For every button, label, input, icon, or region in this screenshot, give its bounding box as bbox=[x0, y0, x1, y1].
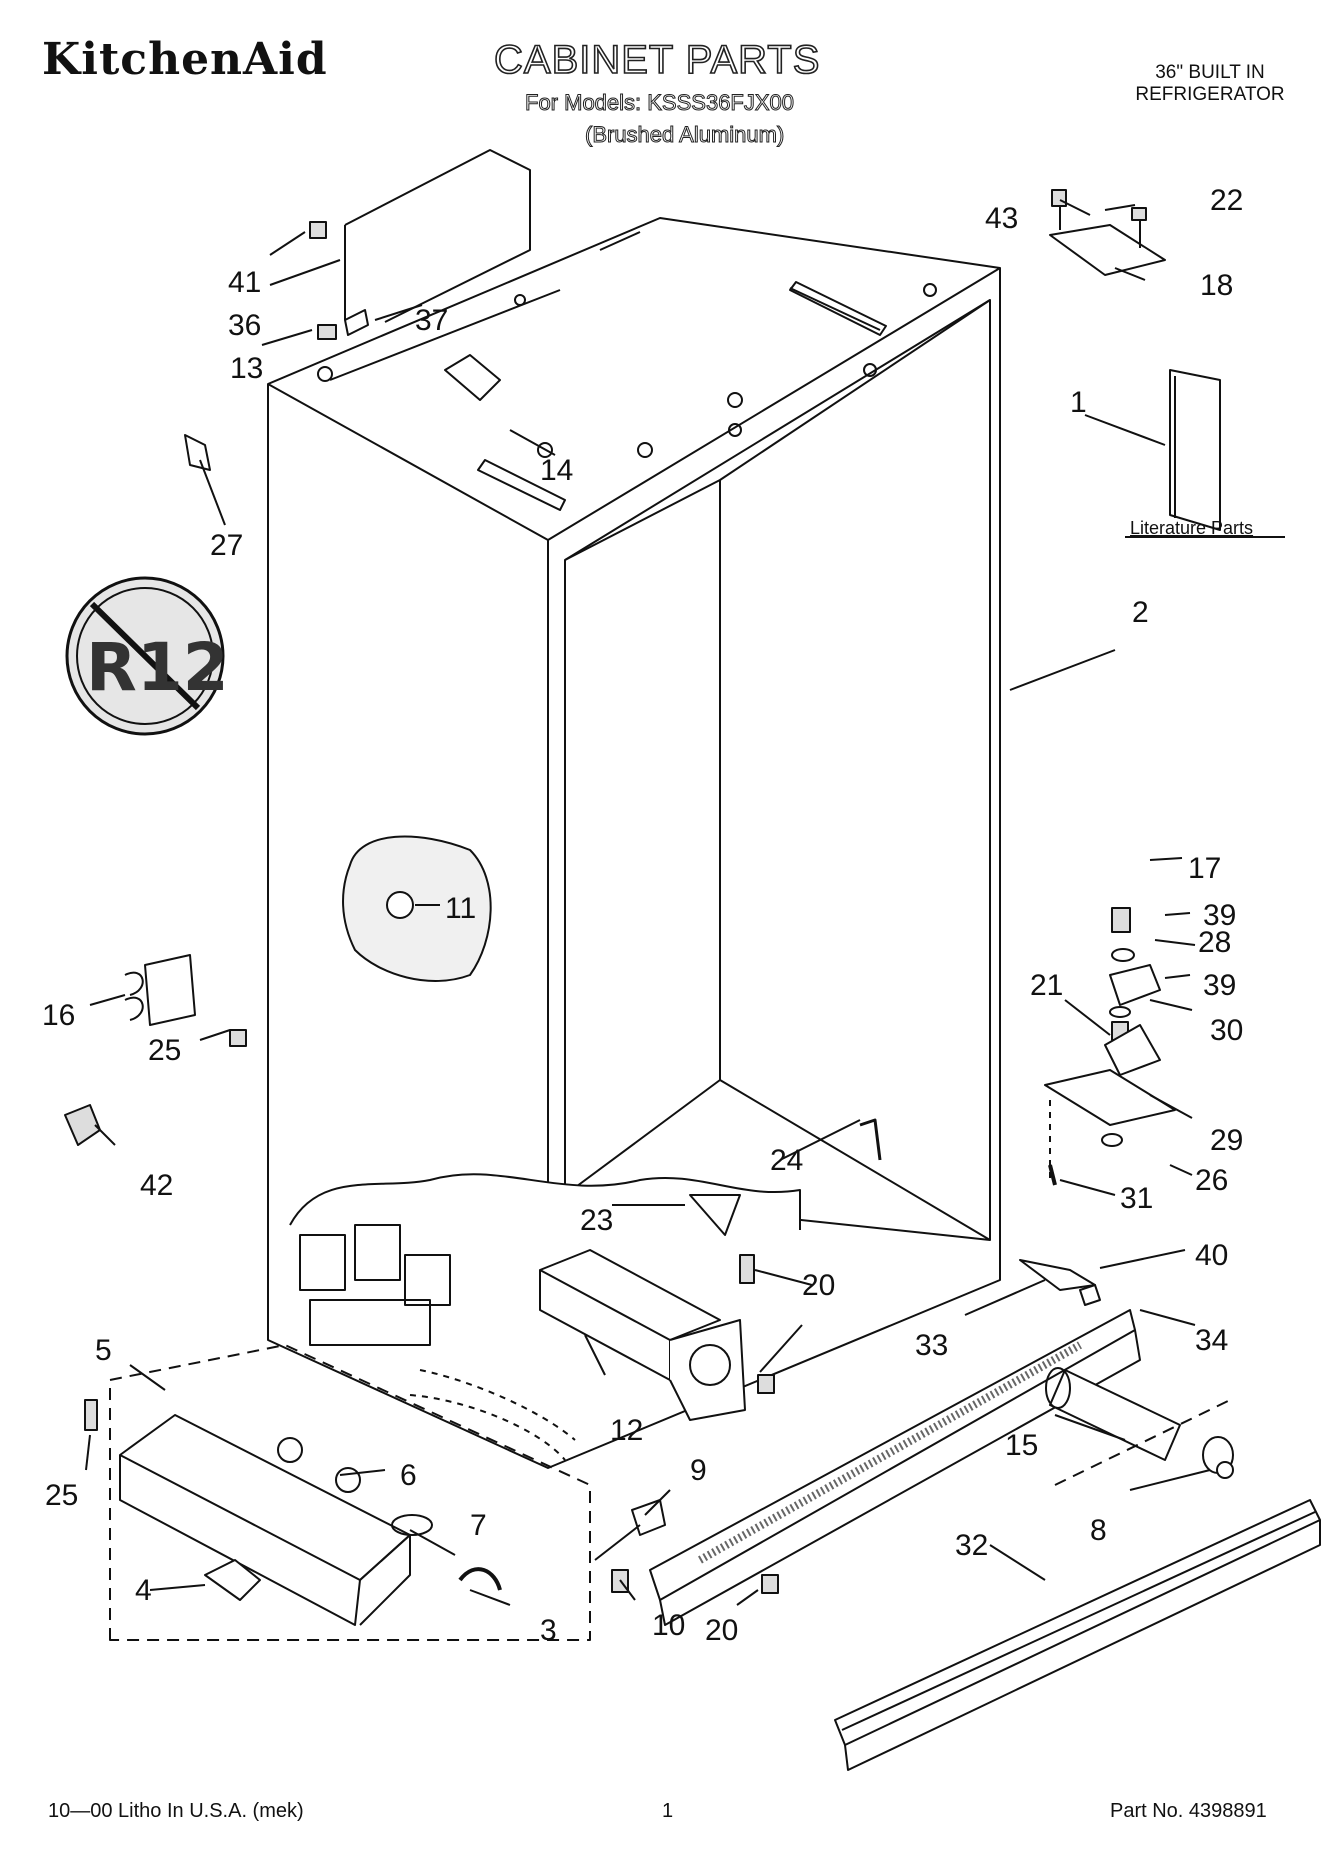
callout-4: 4 bbox=[135, 1574, 152, 1607]
fitting-nut bbox=[64, 1104, 101, 1146]
callout-28: 28 bbox=[1198, 926, 1231, 959]
callout-39b: 39 bbox=[1203, 969, 1236, 1002]
literature-booklet bbox=[1125, 369, 1285, 538]
callout-27: 27 bbox=[210, 529, 243, 562]
drain-duct bbox=[539, 1249, 746, 1421]
leader-lines bbox=[85, 199, 1231, 1606]
bottom-hinge-assembly bbox=[1019, 907, 1176, 1291]
callout-41: 41 bbox=[228, 266, 261, 299]
callout-32: 32 bbox=[955, 1529, 988, 1562]
page-title: CABINET PARTS bbox=[493, 37, 821, 83]
callout-24: 24 bbox=[770, 1144, 803, 1177]
machine-compartment-cutaway bbox=[289, 1173, 801, 1461]
defrost-drain-tube bbox=[1045, 1367, 1234, 1474]
callout-9: 9 bbox=[690, 1454, 707, 1487]
callout-34: 34 bbox=[1195, 1324, 1228, 1357]
washer-40 bbox=[1079, 1284, 1101, 1306]
callout-1: 1 bbox=[1070, 386, 1087, 419]
callout-15: 15 bbox=[1005, 1429, 1038, 1462]
callout-12: 12 bbox=[610, 1414, 643, 1447]
part-number: Part No. 4398891 bbox=[1110, 1800, 1267, 1822]
callout-22: 22 bbox=[1210, 184, 1243, 217]
brand-logo: KitchenAid bbox=[42, 34, 328, 85]
callout-18: 18 bbox=[1200, 269, 1233, 302]
print-info: 10—00 Litho In U.S.A. (mek) bbox=[48, 1800, 304, 1822]
screw-20c bbox=[761, 1574, 779, 1594]
screw-25b bbox=[84, 1399, 98, 1431]
callout-16: 16 bbox=[42, 999, 75, 1032]
screw-41 bbox=[309, 221, 327, 239]
callout-40: 40 bbox=[1195, 1239, 1228, 1272]
callout-7: 7 bbox=[470, 1509, 487, 1542]
callout-26: 26 bbox=[1195, 1164, 1228, 1197]
cap-8 bbox=[1216, 1461, 1234, 1479]
literature-parts-label: Literature Parts bbox=[1130, 518, 1254, 538]
front-grille bbox=[649, 1309, 1141, 1626]
callout-29: 29 bbox=[1210, 1124, 1243, 1157]
callout-17: 17 bbox=[1188, 852, 1221, 885]
r12-text: R12 bbox=[86, 629, 229, 706]
appliance-type: 36" BUILT IN REFRIGERATOR bbox=[1115, 62, 1305, 106]
callout-37: 37 bbox=[415, 304, 448, 337]
no-r12-badge bbox=[65, 576, 225, 736]
model-number: For Models: KSSS36FJX00 bbox=[524, 90, 795, 116]
callout-33: 33 bbox=[915, 1329, 948, 1362]
clip-9 bbox=[631, 1499, 666, 1536]
callout-10: 10 bbox=[652, 1609, 685, 1642]
callout-42: 42 bbox=[140, 1169, 173, 1202]
callout-25b: 25 bbox=[45, 1479, 78, 1512]
access-hole bbox=[342, 835, 492, 982]
callout-31: 31 bbox=[1120, 1182, 1153, 1215]
clip-37 bbox=[344, 309, 369, 336]
screw-25a bbox=[229, 1029, 247, 1047]
bracket-23 bbox=[689, 1194, 741, 1236]
callout-3: 3 bbox=[540, 1614, 557, 1647]
appliance-type-line-2: REFRIGERATOR bbox=[1135, 84, 1285, 105]
cabinet-body bbox=[267, 217, 1001, 1469]
plug-13 bbox=[317, 324, 337, 340]
finish-label: (Brushed Aluminum) bbox=[584, 122, 785, 148]
plug-button bbox=[386, 891, 414, 919]
callout-23: 23 bbox=[580, 1204, 613, 1237]
screw-20a bbox=[739, 1254, 755, 1284]
callout-36: 36 bbox=[228, 309, 261, 342]
callout-20a: 20 bbox=[802, 1269, 835, 1302]
callouts: 1 2 3 4 5 6 7 8 9 10 11 12 13 14 15 16 1… bbox=[42, 184, 1243, 1647]
callout-39a: 39 bbox=[1203, 899, 1236, 932]
base-assembly bbox=[109, 1344, 591, 1641]
callout-13: 13 bbox=[230, 352, 263, 385]
callout-5: 5 bbox=[95, 1334, 112, 1367]
callout-6: 6 bbox=[400, 1459, 417, 1492]
callout-30: 30 bbox=[1210, 1014, 1243, 1047]
callout-21: 21 bbox=[1030, 969, 1063, 1002]
callout-11: 11 bbox=[445, 892, 476, 925]
callout-2: 2 bbox=[1132, 596, 1149, 629]
page-number: 1 bbox=[662, 1800, 674, 1822]
toe-grille bbox=[834, 1499, 1321, 1771]
callout-25a: 25 bbox=[148, 1034, 181, 1067]
wire-clip bbox=[184, 434, 211, 471]
cord-clip-bracket bbox=[124, 954, 196, 1026]
wire-harness bbox=[444, 354, 501, 401]
back-panel bbox=[344, 149, 531, 323]
cabinet-interior bbox=[564, 299, 991, 1241]
callout-14: 14 bbox=[540, 454, 573, 487]
callout-20b: 20 bbox=[705, 1614, 738, 1647]
callout-43: 43 bbox=[985, 202, 1018, 235]
callout-8: 8 bbox=[1090, 1514, 1107, 1547]
screw-20b bbox=[757, 1374, 775, 1394]
top-hinge-bracket bbox=[1049, 189, 1166, 276]
spring-24 bbox=[859, 1118, 882, 1161]
appliance-type-line-1: 36" BUILT IN bbox=[1155, 62, 1265, 83]
